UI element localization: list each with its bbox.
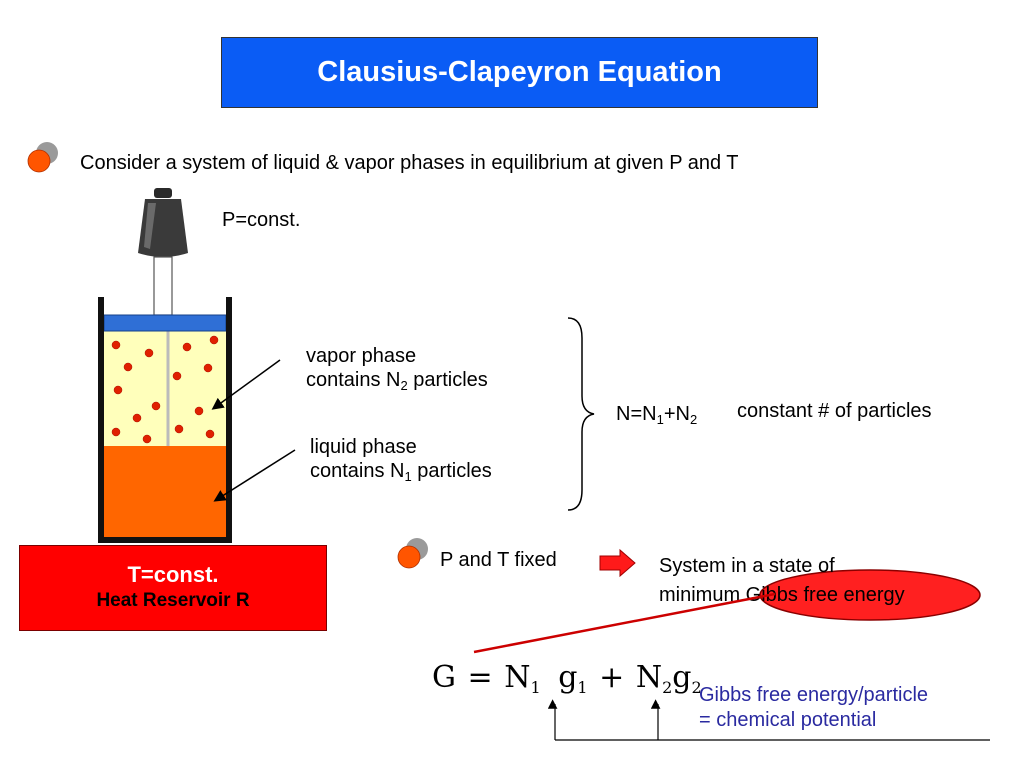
title-box: Clausius-Clapeyron Equation	[221, 37, 818, 108]
page-title: Clausius-Clapeyron Equation	[317, 56, 722, 88]
note-line1: Gibbs free energy/particle	[699, 684, 929, 706]
curly-brace-icon	[567, 317, 595, 511]
bullet-icon	[27, 142, 58, 173]
reservoir-temp-label: T=const.	[127, 562, 219, 587]
weight-icon	[138, 188, 188, 257]
gibbs-equation: G = N1 g1 + N2g2	[432, 660, 702, 697]
heat-reservoir: T=const. Heat Reservoir R	[19, 545, 327, 631]
chemical-potential-arrows	[547, 699, 990, 741]
chemical-potential-note: Gibbs free energy/particle = chemical po…	[699, 683, 928, 733]
right-arrow-icon	[599, 548, 636, 578]
liquid-label-line1: liquid phase	[310, 436, 417, 458]
liquid-label-line2: contains N1 particles	[310, 460, 492, 484]
constant-particles-text: constant # of particles	[737, 400, 932, 422]
phase-arrows	[211, 359, 296, 502]
result-line2: minimum Gibbs free energy	[659, 584, 905, 606]
vapor-label: vapor phase contains N2 particles	[306, 344, 488, 392]
highlight-ellipse	[759, 569, 981, 621]
pressure-label: P=const.	[222, 209, 301, 231]
gibbs-highlight-text: Gibbs free energy	[745, 584, 905, 606]
piston-cylinder-diagram	[98, 188, 232, 543]
bullet1-text: Consider a system of liquid & vapor phas…	[80, 152, 739, 174]
result-line1: System in a state of	[659, 555, 835, 577]
vapor-label-line1: vapor phase	[306, 345, 417, 367]
vapor-label-line2: contains N2 particles	[306, 369, 488, 393]
liquid-label: liquid phase contains N1 particles	[310, 435, 492, 483]
total-particles-equation: N=N1+N2	[616, 403, 698, 427]
pointer-line	[473, 592, 776, 654]
reservoir-name-label: Heat Reservoir R	[96, 590, 250, 611]
bullet-icon	[397, 538, 428, 569]
bullet2-text: P and T fixed	[440, 549, 557, 571]
note-line2: = chemical potential	[699, 709, 877, 731]
